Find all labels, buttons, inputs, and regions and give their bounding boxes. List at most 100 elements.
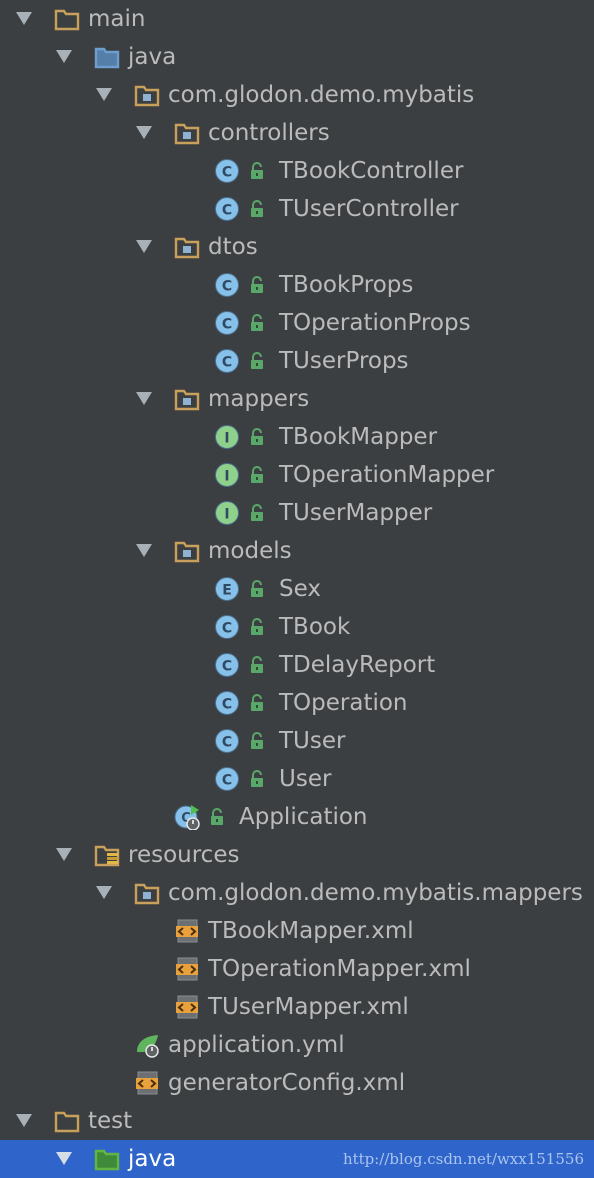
tree-node-resources[interactable]: resources [0, 836, 594, 874]
tree-node-user[interactable]: C User [0, 760, 594, 798]
tree-node-toperationmapper-xml[interactable]: TOperationMapper.xml [0, 950, 594, 988]
tree-node-dtos[interactable]: dtos [0, 228, 594, 266]
tree-node-controllers[interactable]: controllers [0, 114, 594, 152]
tree-node-sex[interactable]: E Sex [0, 570, 594, 608]
tree-node-tbook[interactable]: C TBook [0, 608, 594, 646]
expand-arrow-icon[interactable] [96, 886, 112, 899]
tree-node-label: resources [128, 842, 240, 868]
tree-node-label: java [128, 1146, 177, 1172]
spring-config-icon [134, 1032, 160, 1058]
tree-node-tbookcontroller[interactable]: C TBookController [0, 152, 594, 190]
lock-icon [249, 276, 265, 294]
watermark: http://blog.csdn.net/wxx151556 [342, 1150, 584, 1168]
expand-arrow-icon[interactable] [56, 848, 72, 861]
lock-icon [249, 314, 265, 332]
tree-node-models[interactable]: models [0, 532, 594, 570]
package-icon [174, 234, 200, 260]
tree-node-label: TUser [279, 728, 346, 754]
svg-text:C: C [222, 279, 232, 295]
tree-node-com-glodon-demo-mybatis-mappers[interactable]: com.glodon.demo.mybatis.mappers [0, 874, 594, 912]
svg-text:C: C [181, 811, 191, 826]
tree-node-label: controllers [208, 120, 330, 146]
svg-text:C: C [222, 773, 232, 789]
tree-node-mappers[interactable]: mappers [0, 380, 594, 418]
expand-arrow-icon[interactable] [16, 12, 32, 25]
lock-icon [249, 580, 265, 598]
folder-icon [54, 1108, 80, 1134]
tree-node-label: com.glodon.demo.mybatis.mappers [168, 880, 583, 906]
tree-node-tuser[interactable]: C TUser [0, 722, 594, 760]
tree-node-tbookmapper[interactable]: I TBookMapper [0, 418, 594, 456]
svg-text:C: C [222, 317, 232, 333]
lock-icon [249, 428, 265, 446]
tree-node-toperationprops[interactable]: C TOperationProps [0, 304, 594, 342]
class-icon: C [214, 348, 240, 374]
svg-text:C: C [222, 659, 232, 675]
class-icon: C [214, 196, 240, 222]
class-icon: C [214, 614, 240, 640]
source-folder-icon [94, 44, 120, 70]
tree-node-label: test [88, 1108, 133, 1134]
tree-node-tusercontroller[interactable]: C TUserController [0, 190, 594, 228]
tree-node-label: generatorConfig.xml [168, 1070, 406, 1096]
svg-text:C: C [222, 165, 232, 181]
svg-text:I: I [224, 469, 229, 485]
expand-arrow-icon[interactable] [16, 1114, 32, 1127]
tree-node-generatorconfig-xml[interactable]: generatorConfig.xml [0, 1064, 594, 1102]
tree-node-com-glodon-demo-mybatis[interactable]: com.glodon.demo.mybatis [0, 76, 594, 114]
tree-node-label: TOperation [279, 690, 408, 716]
tree-node-label: com.glodon.demo.mybatis [168, 82, 475, 108]
class-icon: C [214, 310, 240, 336]
expand-arrow-icon[interactable] [96, 88, 112, 101]
tree-node-label: Application [239, 804, 368, 830]
tree-node-java[interactable]: java http://blog.csdn.net/wxx151556 [0, 1140, 594, 1178]
svg-text:C: C [222, 621, 232, 637]
interface-icon: I [214, 462, 240, 488]
folder-icon [54, 6, 80, 32]
expand-arrow-icon[interactable] [136, 126, 152, 139]
class-icon: C [214, 728, 240, 754]
class-icon: C [214, 272, 240, 298]
expand-arrow-icon[interactable] [56, 50, 72, 63]
lock-icon [249, 352, 265, 370]
tree-node-application[interactable]: C Application [0, 798, 594, 836]
tree-node-label: TOperationProps [279, 310, 471, 336]
tree-node-test[interactable]: test [0, 1102, 594, 1140]
tree-node-tuserprops[interactable]: C TUserProps [0, 342, 594, 380]
svg-text:C: C [222, 735, 232, 751]
tree-node-tusermapper[interactable]: I TUserMapper [0, 494, 594, 532]
tree-node-toperationmapper[interactable]: I TOperationMapper [0, 456, 594, 494]
expand-arrow-icon[interactable] [56, 1152, 72, 1165]
expand-arrow-icon[interactable] [136, 392, 152, 405]
tree-node-label: TUserMapper [279, 500, 433, 526]
class-icon: C [214, 158, 240, 184]
tree-node-application-yml[interactable]: application.yml [0, 1026, 594, 1064]
class-icon: C [214, 652, 240, 678]
expand-arrow-icon[interactable] [136, 240, 152, 253]
tree-node-label: main [88, 6, 146, 32]
tree-node-label: TUserProps [279, 348, 409, 374]
tree-node-tdelayreport[interactable]: C TDelayReport [0, 646, 594, 684]
tree-node-main[interactable]: main [0, 0, 594, 38]
tree-node-label: dtos [208, 234, 258, 260]
tree-node-label: TOperationMapper [279, 462, 495, 488]
tree-node-label: TUserMapper.xml [208, 994, 409, 1020]
lock-icon [249, 162, 265, 180]
tree-node-java[interactable]: java [0, 38, 594, 76]
tree-node-label: TBookMapper [279, 424, 438, 450]
expand-arrow-icon[interactable] [136, 544, 152, 557]
tree-node-label: TOperationMapper.xml [208, 956, 471, 982]
tree-node-tbookmapper-xml[interactable]: TBookMapper.xml [0, 912, 594, 950]
tree-node-label: TBookProps [279, 272, 414, 298]
package-icon [134, 880, 160, 906]
tree-node-label: TDelayReport [279, 652, 436, 678]
tree-node-tusermapper-xml[interactable]: TUserMapper.xml [0, 988, 594, 1026]
lock-icon [249, 770, 265, 788]
tree-node-tbookprops[interactable]: C TBookProps [0, 266, 594, 304]
lock-icon [249, 656, 265, 674]
tree-node-toperation[interactable]: C TOperation [0, 684, 594, 722]
svg-text:C: C [222, 203, 232, 219]
spring-boot-app-icon: C [174, 804, 200, 831]
tree-node-label: java [128, 44, 177, 70]
